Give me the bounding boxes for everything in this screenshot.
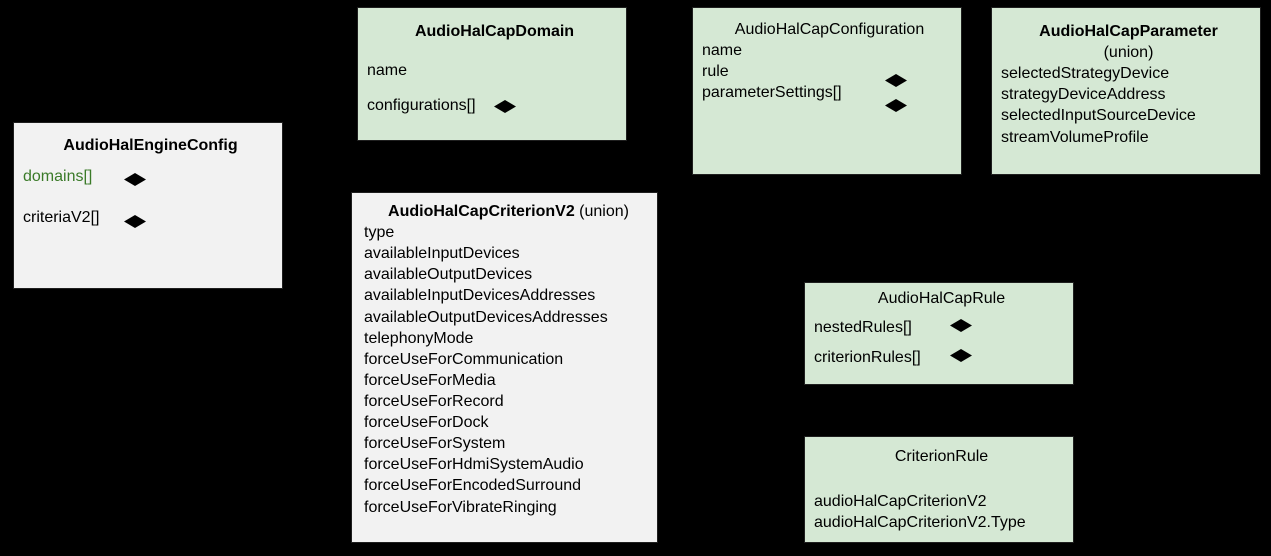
- attribute-type: type: [364, 224, 395, 242]
- attribute-parametersettings: parameterSettings[]: [702, 84, 842, 102]
- attribute-availableinputdevices: availableInputDevices: [364, 245, 520, 263]
- diamond-domains-icon: [124, 173, 146, 186]
- attribute-forceuseforvibrateringing: forceUseForVibrateRinging: [364, 498, 557, 516]
- attribute-availableoutputdevicesaddresses: availableOutputDevicesAddresses: [364, 308, 608, 326]
- attribute-criteriav2: criteriaV2[]: [23, 209, 100, 227]
- diamond-parametersettings-icon: [885, 99, 907, 112]
- entity-stereotype-audiohalcapparameter: (union): [1103, 44, 1154, 62]
- entity-title-audiohalcapdomain: AudioHalCapDomain: [414, 23, 575, 40]
- attribute-forceuseforhdmisystemaudio: forceUseForHdmiSystemAudio: [364, 456, 584, 474]
- entity-audiohalcapdomain[interactable]: AudioHalCapDomain name configurations[]: [357, 7, 627, 141]
- attribute-selectedstrategydevice: selectedStrategyDevice: [1001, 65, 1170, 83]
- attribute-configurations: configurations[]: [367, 97, 476, 115]
- attribute-forceuseforencodedsurround: forceUseForEncodedSurround: [364, 477, 582, 495]
- attribute-criterionrules: criterionRules[]: [814, 349, 921, 367]
- entity-audiohalcaprule[interactable]: AudioHalCapRule nestedRules[] criterionR…: [804, 282, 1074, 385]
- entity-criterionrule[interactable]: CriterionRule audioHalCapCriterionV2 aud…: [804, 436, 1074, 543]
- diamond-nestedrules-icon: [950, 319, 972, 332]
- entity-title-audiohalcapcriterionv2: AudioHalCapCriterionV2 (union): [364, 201, 653, 222]
- diamond-rule-icon: [885, 74, 907, 87]
- attribute-audiohalcapcriterionv2: audioHalCapCriterionV2: [814, 493, 987, 511]
- entity-audiohalcapconfiguration[interactable]: AudioHalCapConfiguration name rule param…: [692, 7, 962, 175]
- attribute-domains: domains[]: [23, 168, 93, 186]
- attribute-name-configuration: name: [702, 42, 743, 60]
- attribute-telephonymode: telephonyMode: [364, 329, 474, 347]
- attribute-forceuseforcommunication: forceUseForCommunication: [364, 350, 564, 368]
- attribute-rule: rule: [702, 63, 729, 81]
- entity-audiohalcapcriterionv2[interactable]: AudioHalCapCriterionV2 (union) type avai…: [351, 192, 658, 543]
- attribute-forceuseformedia: forceUseForMedia: [364, 371, 496, 389]
- entity-title-text-criterionv2: AudioHalCapCriterionV2: [388, 203, 575, 220]
- diamond-criterionrules-icon: [950, 349, 972, 362]
- attribute-name-domain: name: [367, 62, 408, 80]
- entity-title-audiohalcaprule: AudioHalCapRule: [877, 290, 1006, 307]
- attribute-forceuseforrecord: forceUseForRecord: [364, 392, 504, 410]
- attribute-audiohalcapcriterionv2-type: audioHalCapCriterionV2.Type: [814, 514, 1026, 532]
- entity-title-criterionrule: CriterionRule: [894, 448, 989, 465]
- entity-title-audiohalcapparameter: AudioHalCapParameter: [1039, 23, 1218, 40]
- attribute-availableinputdevicesaddresses: availableInputDevicesAddresses: [364, 287, 596, 305]
- entity-audiohalengineconfig[interactable]: AudioHalEngineConfig domains[] criteriaV…: [13, 122, 283, 289]
- attribute-nestedrules: nestedRules[]: [814, 319, 912, 337]
- entity-stereotype-criterionv2: (union): [574, 203, 629, 220]
- entity-title-audiohalengineconfig: AudioHalEngineConfig: [63, 137, 238, 154]
- attribute-selectedinputsourcedevice: selectedInputSourceDevice: [1001, 107, 1196, 125]
- diamond-criteriav2-icon: [124, 215, 146, 228]
- attribute-strategydeviceaddress: strategyDeviceAddress: [1001, 86, 1166, 104]
- attribute-availableoutputdevices: availableOutputDevices: [364, 266, 533, 284]
- entity-audiohalcapparameter[interactable]: AudioHalCapParameter (union) selectedStr…: [991, 7, 1261, 175]
- entity-title-audiohalcapconfiguration: AudioHalCapConfiguration: [734, 21, 925, 38]
- attribute-forceusefordock: forceUseForDock: [364, 414, 489, 432]
- attribute-forceuseforsystem: forceUseForSystem: [364, 435, 506, 453]
- attribute-streamvolumeprofile: streamVolumeProfile: [1001, 128, 1149, 146]
- diamond-configurations-icon: [494, 100, 516, 113]
